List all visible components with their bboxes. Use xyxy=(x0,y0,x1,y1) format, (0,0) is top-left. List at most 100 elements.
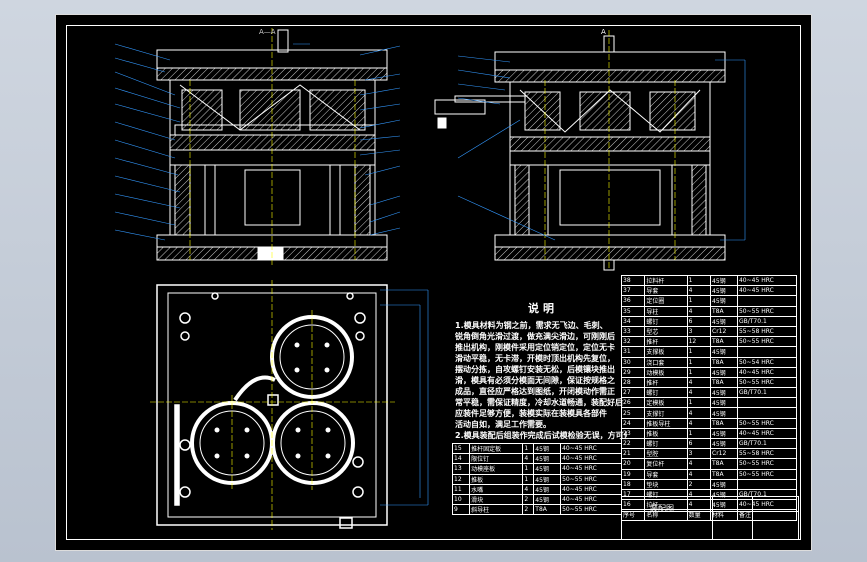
bom-cell: 水嘴 xyxy=(469,483,524,495)
bom-cell: 1 xyxy=(686,295,712,307)
bom-cell: 14 xyxy=(451,453,471,465)
bom-cell: 50~54 HRC xyxy=(736,356,798,368)
bom-cell: 55~58 HRC xyxy=(736,448,798,460)
bom-cell: 4 xyxy=(686,376,712,389)
bom-cell: 斜导柱 xyxy=(469,504,524,516)
bom-cell: 6 xyxy=(686,437,712,450)
bom-cell: 36 xyxy=(620,295,646,307)
bom-cell: 支撑钉 xyxy=(644,407,688,419)
bom-cell xyxy=(736,407,798,419)
title-block-name: 装配图 xyxy=(650,504,674,513)
note-line: 成品，直径应严格达到图纸，开闭模动作需正 xyxy=(455,387,615,396)
bom-cell: 26 xyxy=(620,397,646,409)
bom-cell: 复位杆 xyxy=(644,458,688,470)
section-marker: A xyxy=(601,28,606,36)
bom-cell: 1 xyxy=(686,274,712,287)
bom-cell: 型芯 xyxy=(644,325,688,338)
bom-cell: 34 xyxy=(620,315,646,327)
bom-cell: 支撑板 xyxy=(644,346,688,358)
bom-cell: 40~45 HRC xyxy=(560,463,622,475)
bom-cell: 定位圈 xyxy=(644,295,688,307)
bom-cell: 45钢 xyxy=(533,493,562,506)
bom-cell: 45钢 xyxy=(533,442,562,455)
bom-cell: GB/T70.1 xyxy=(736,437,798,450)
bom-cell: 推杆 xyxy=(644,336,688,348)
bom-cell: 27 xyxy=(620,387,646,399)
bom-cell: 推板 xyxy=(469,473,524,485)
bom-cell: 序号 xyxy=(620,509,646,521)
bom-header-row: 序号名称数量材料备注 xyxy=(620,509,798,521)
bom-cell: 40~45 HRC xyxy=(560,442,622,455)
bom-cell: 45钢 xyxy=(710,346,738,358)
bom-cell: 滑块 xyxy=(469,493,524,506)
bom-cell: 50~55 HRC xyxy=(736,305,798,317)
bom-cell: 45钢 xyxy=(533,463,562,475)
bom-cell xyxy=(736,346,798,358)
bom-cell: T8A xyxy=(710,458,738,470)
bom-cell: 32 xyxy=(620,336,646,348)
bom-cell: 4 xyxy=(686,458,712,470)
bom-cell: 10 xyxy=(451,493,471,506)
bom-cell: 33 xyxy=(620,325,646,338)
bom-cell: 45钢 xyxy=(710,407,738,419)
bom-cell: 24 xyxy=(620,417,646,429)
bom-cell xyxy=(736,295,798,307)
bom-cell: T8A xyxy=(710,376,738,389)
notes-title: 说明 xyxy=(528,302,558,315)
bom-cell: 1 xyxy=(522,473,535,485)
bom-cell: 1 xyxy=(686,397,712,409)
bom-cell: 40~45 HRC xyxy=(736,427,798,440)
bom-cell: 4 xyxy=(686,305,712,317)
bom-cell: 4 xyxy=(686,468,712,480)
bom-cell: 推杆固定板 xyxy=(469,442,524,455)
bom-cell: 限位钉 xyxy=(469,453,524,465)
bom-cell: 浇口套 xyxy=(644,356,688,368)
bom-cell: 11 xyxy=(451,483,471,495)
bom-cell: 1 xyxy=(686,356,712,368)
note-line: 锐角倒角光滑过渡，做充满尖滑边，可刚刚后 xyxy=(455,332,615,341)
bom-cell xyxy=(736,397,798,409)
bom-cell: 导柱 xyxy=(644,305,688,317)
bom-cell: 28 xyxy=(620,376,646,389)
bom-cell: 22 xyxy=(620,437,646,450)
note-line: 滑，模具有必须分模面无间隙，保证按规格之 xyxy=(455,376,615,385)
bom-cell: 12 xyxy=(451,473,471,485)
bom-cell: 35 xyxy=(620,305,646,317)
bom-cell: T8A xyxy=(710,305,738,317)
bom-cell: 50~55 HRC xyxy=(736,417,798,429)
bom-cell: 45钢 xyxy=(710,315,738,327)
bom-cell: T8A xyxy=(710,468,738,480)
bom-cell: 30 xyxy=(620,356,646,368)
bom-cell: 螺钉 xyxy=(644,387,688,399)
bom-cell: 45钢 xyxy=(710,387,738,399)
note-line: 常平稳，需保证精度，冷却水道畅通，装配好后 xyxy=(455,398,623,407)
bom-cell: 50~55 HRC xyxy=(736,336,798,348)
bom-cell: GB/T70.1 xyxy=(736,387,798,399)
bom-cell: 31 xyxy=(620,346,646,358)
bom-cell: 拉料杆 xyxy=(644,274,688,287)
bom-cell: T8A xyxy=(710,417,738,429)
bom-cell: T8A xyxy=(710,336,738,348)
bom-cell: 动模座板 xyxy=(469,463,524,475)
note-line: 滑动平稳，无卡滞，开模时顶出机构先复位， xyxy=(455,354,615,363)
bom-cell: 40~45 HRC xyxy=(736,366,798,378)
bom-cell: 18 xyxy=(620,478,646,490)
